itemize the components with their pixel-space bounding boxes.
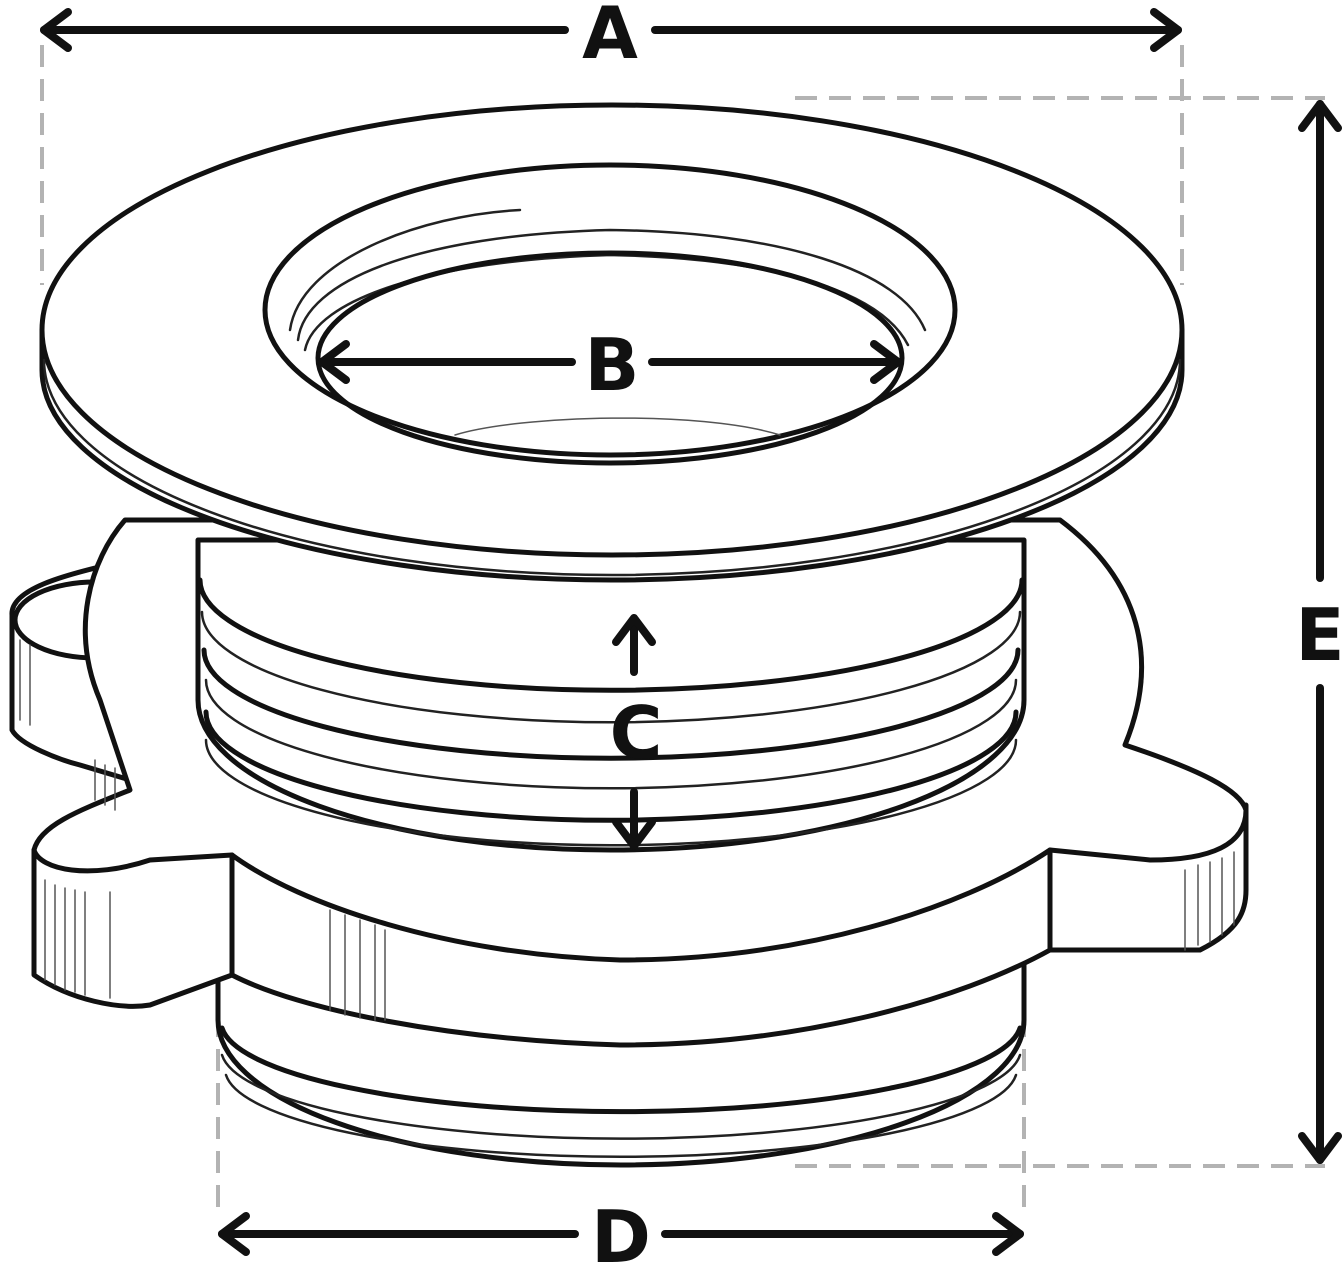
upper-threaded-body: [195, 537, 1027, 853]
dimension-a: [40, 8, 1182, 52]
dimension-c: [612, 614, 656, 850]
top-flange: [39, 102, 1185, 583]
label-c: C: [610, 691, 663, 775]
label-b: B: [585, 323, 640, 407]
label-e: E: [1295, 593, 1342, 677]
dimension-b: [318, 340, 902, 384]
label-d: D: [591, 1195, 651, 1264]
dimension-e: [1298, 100, 1342, 1164]
knurl-marks: [19, 639, 1235, 1021]
dimension-guides: [40, 45, 1325, 1218]
dimension-d: [218, 1212, 1024, 1256]
label-a: A: [582, 0, 638, 75]
